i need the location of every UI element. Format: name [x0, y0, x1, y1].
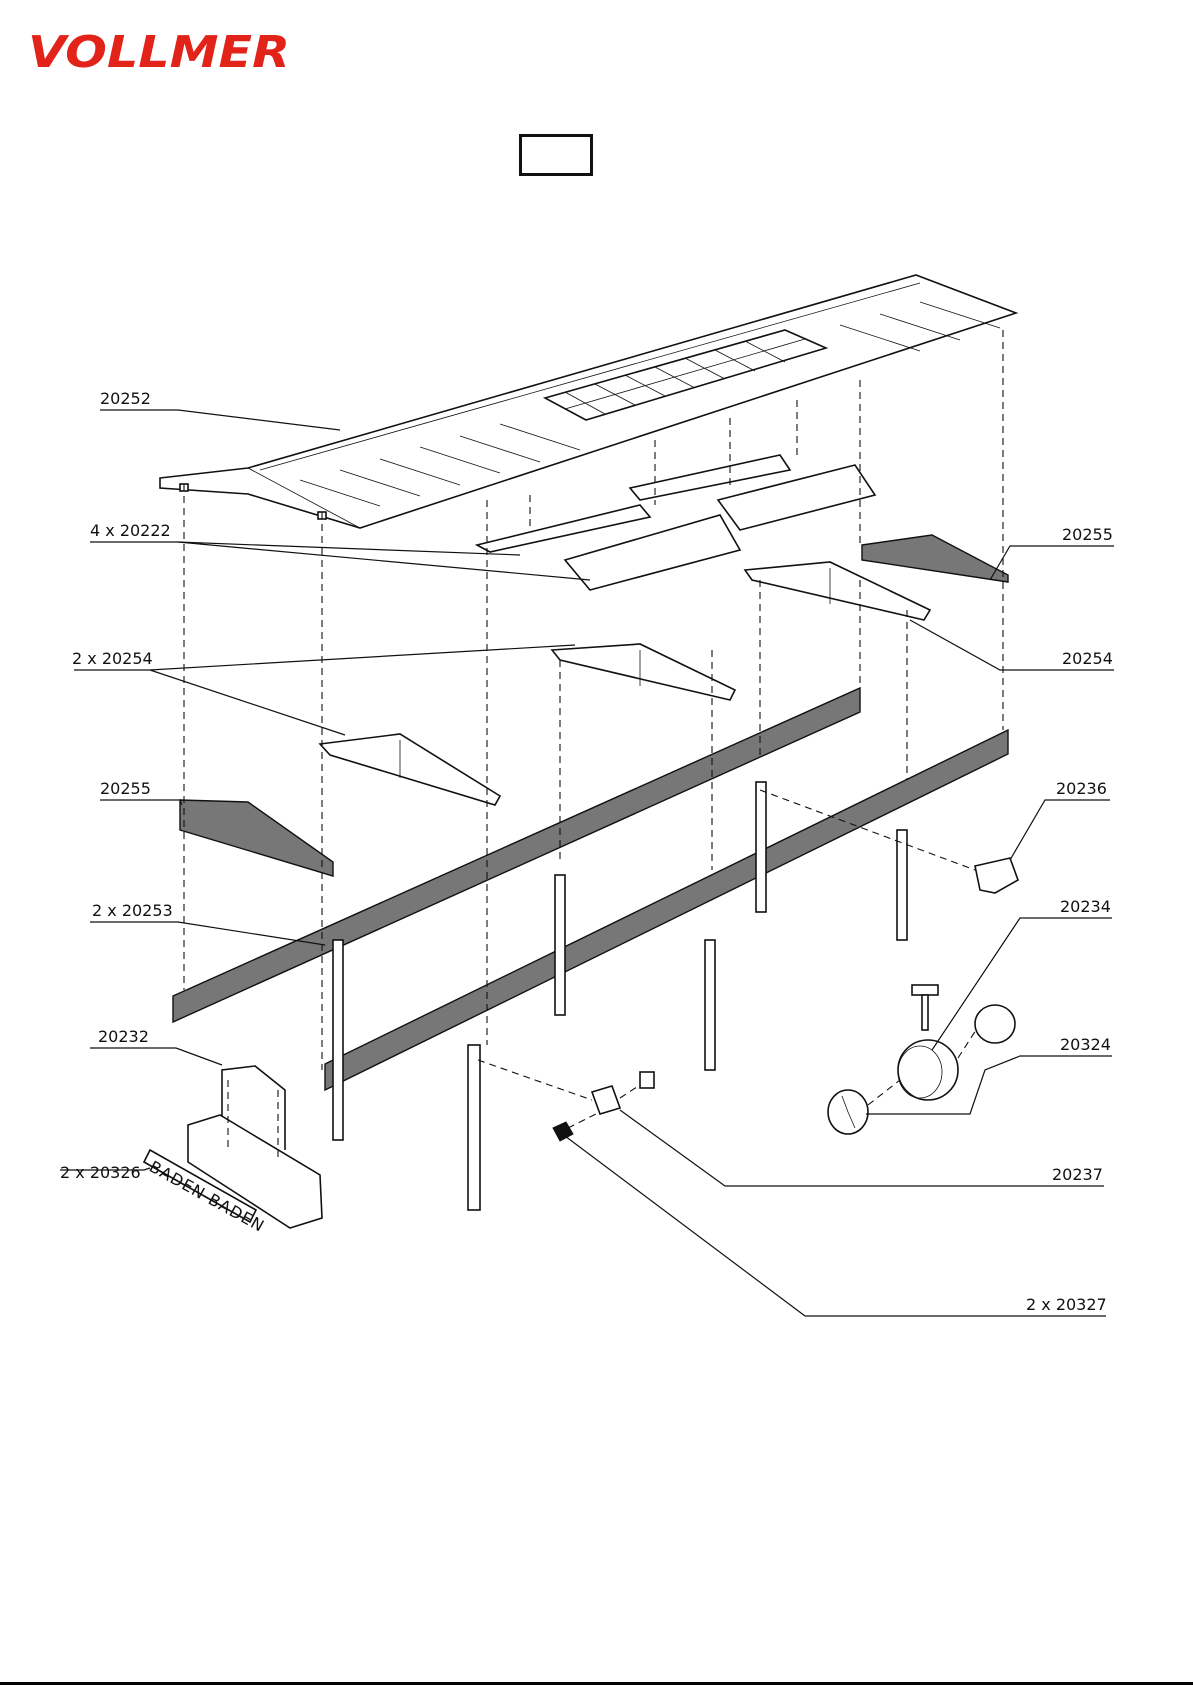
roof-part-20252: [160, 275, 1016, 528]
kiosk-20236: [975, 858, 1018, 893]
label-20254: 20254: [1062, 649, 1113, 668]
label-20255-left: 20255: [100, 779, 151, 798]
roof-bracket-20254-a: [320, 734, 500, 805]
clock-glass-20324: [975, 1005, 1015, 1043]
plate-20237: [640, 1072, 654, 1088]
label-20236: 20236: [1056, 779, 1107, 798]
label-2x20327: 2 x 20327: [1026, 1295, 1107, 1314]
lamp-20237: [592, 1086, 620, 1114]
label-20324: 20324: [1060, 1035, 1111, 1054]
label-2x20326: 2 x 20326: [60, 1163, 141, 1182]
label-2x20253: 2 x 20253: [92, 901, 173, 920]
clock-20234: [898, 985, 958, 1100]
end-truss-20255-left: [180, 800, 333, 876]
label-20255-right: 20255: [1062, 525, 1113, 544]
end-truss-20255-right: [862, 535, 1008, 582]
label-4x20222: 4 x 20222: [90, 521, 171, 540]
label-2x20254: 2 x 20254: [72, 649, 153, 668]
label-20237: 20237: [1052, 1165, 1103, 1184]
label-20234: 20234: [1060, 897, 1111, 916]
clock-face-20324: [828, 1090, 868, 1134]
label-20232: 20232: [98, 1027, 149, 1046]
roof-bracket-20254-c: [745, 562, 930, 620]
roof-bracket-20254-b: [552, 644, 735, 700]
label-20252: 20252: [100, 389, 151, 408]
plate-20327: [553, 1122, 573, 1141]
